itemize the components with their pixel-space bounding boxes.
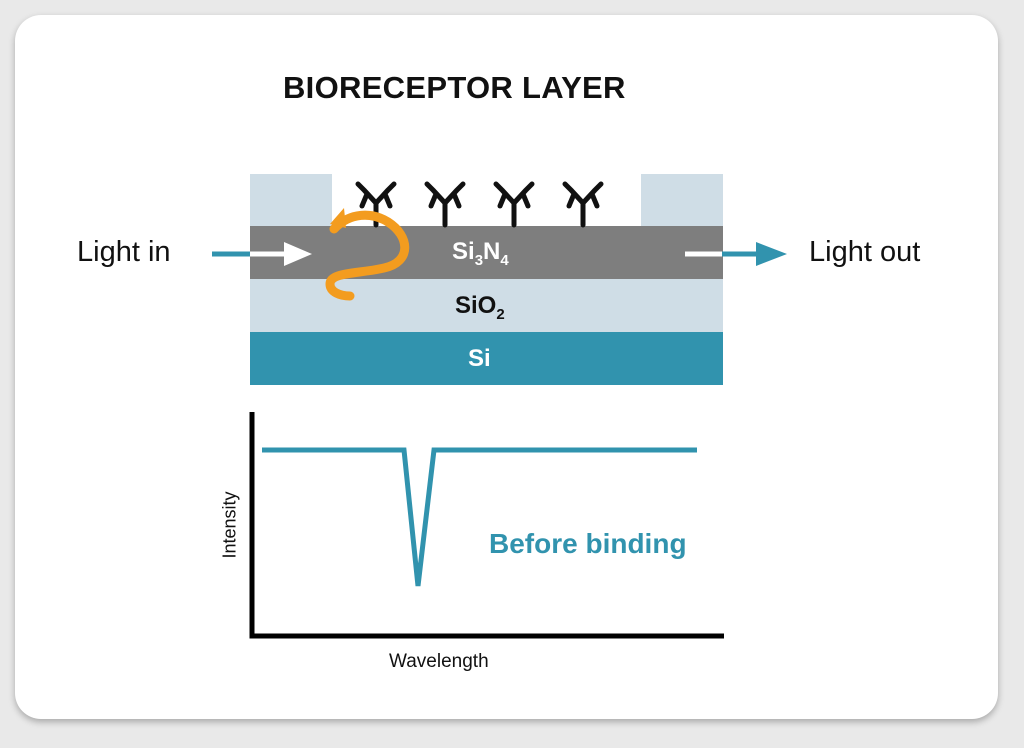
cladding-window-left: [250, 174, 332, 227]
substrate-label: Si: [468, 345, 491, 372]
spectrum-line: [262, 447, 697, 587]
light-out-arrow-icon: [685, 242, 787, 266]
graph-axes: [249, 412, 724, 639]
graph-y-axis-label: Intensity: [219, 491, 240, 559]
waveguide-layer: [250, 226, 723, 279]
antibody-icon: [562, 181, 604, 228]
waveguide-label: Si3N4: [452, 238, 509, 269]
graph-x-axis-label: Wavelength: [389, 651, 489, 672]
graph-annotation: Before binding: [489, 528, 687, 559]
light-in-arrow-icon: [212, 242, 312, 266]
substrate-layer: [250, 332, 723, 385]
light-in-label: Light in: [77, 236, 171, 268]
antibody-icon: [424, 181, 466, 228]
antibody-icon: [355, 181, 397, 228]
diagram-title: BIORECEPTOR LAYER: [283, 70, 626, 105]
light-out-label: Light out: [809, 236, 921, 268]
evanescent-wave-icon: [325, 210, 410, 301]
evanescent-wave-tip-icon: [330, 208, 346, 228]
antibody-icon: [493, 181, 535, 228]
cladding-window-right: [641, 174, 723, 227]
cladding-label: SiO2: [455, 292, 505, 323]
